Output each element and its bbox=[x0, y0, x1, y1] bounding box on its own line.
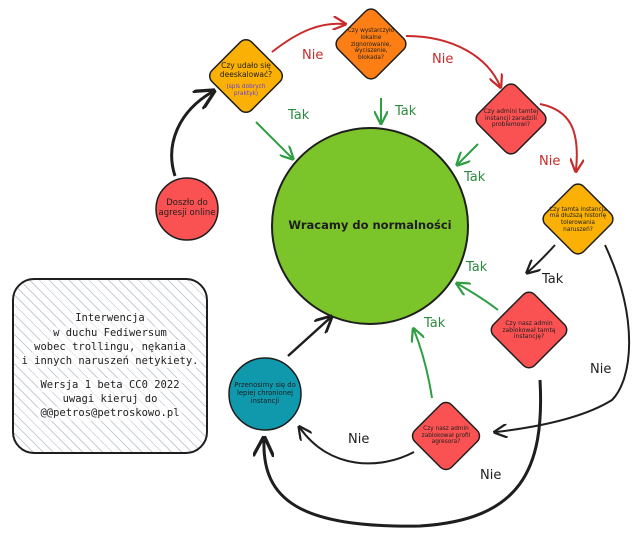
label-block-profile-yes: Tak bbox=[424, 316, 446, 331]
arrow-move-to-center bbox=[287, 318, 330, 357]
label-block-instance-yes: Tak bbox=[466, 260, 488, 275]
arrow-ignore-no bbox=[405, 35, 500, 86]
arrow-block-instance-yes bbox=[458, 284, 499, 311]
arrow-admin-fix-yes bbox=[458, 143, 479, 164]
arrow-block-profile-no bbox=[300, 428, 415, 465]
block-profile-label: Czy nasz admin zablokował profil agresor… bbox=[421, 426, 471, 446]
admin-fix-label: Czy admini tamtej instancji zaradzili pr… bbox=[483, 107, 539, 129]
info-contact: @@petros@petroskowo.pl bbox=[38, 406, 182, 421]
label-block-instance-no: Nie bbox=[480, 468, 502, 483]
arrow-history-yes bbox=[528, 244, 556, 272]
info-version: Wersja 1 beta CC0 2022 bbox=[38, 378, 182, 393]
arrow-admin-fix-no bbox=[539, 103, 577, 170]
arrow-block-instance-no bbox=[264, 379, 543, 528]
info-line-4: i innych naruszeń netykiety. bbox=[19, 353, 201, 369]
center-node bbox=[271, 127, 469, 325]
start-node-label: Doszło do agresji online bbox=[158, 198, 216, 218]
decision-block-profile bbox=[411, 401, 481, 471]
label-admin-fix-no: Nie bbox=[539, 154, 561, 169]
center-node-label: Wracamy do normalności bbox=[288, 218, 452, 233]
label-history-yes: Tak bbox=[542, 272, 564, 287]
label-deescalate-yes: Tak bbox=[288, 108, 310, 123]
arrow-deescalate-no bbox=[271, 24, 344, 53]
decision-deescalate bbox=[208, 38, 284, 114]
label-block-profile-no: Nie bbox=[348, 432, 370, 447]
info-line-2: w duchu Fediwersum bbox=[51, 325, 169, 340]
info-contact-label: uwagi kieruj do bbox=[60, 392, 160, 407]
deescalate-label: Czy udało się deeskalować? bbox=[219, 61, 273, 79]
label-ignore-yes: Tak bbox=[395, 104, 417, 119]
decision-ignore bbox=[335, 8, 407, 80]
info-line-3: wobec trollingu, nękania bbox=[32, 339, 188, 354]
label-history-no: Nie bbox=[590, 362, 612, 377]
decision-block-instance bbox=[490, 291, 568, 369]
arrow-deescalate-yes bbox=[255, 121, 292, 158]
start-node bbox=[155, 177, 219, 241]
decision-history bbox=[542, 183, 614, 255]
label-ignore-no: Nie bbox=[432, 52, 454, 67]
arrow-block-profile-yes bbox=[414, 330, 433, 399]
deescalate-note: (spis dobrych praktyk) bbox=[226, 84, 266, 97]
decision-admin-fix bbox=[475, 83, 547, 155]
info-line-1: Interwencja bbox=[73, 311, 147, 326]
block-instance-label: Czy nasz admin zablokował tamtą instancj… bbox=[502, 319, 556, 341]
info-box: Interwencja w duchu Fediwersum wobec tro… bbox=[12, 278, 208, 454]
move-node bbox=[228, 357, 302, 431]
move-node-label: Przenosimy się do lepiej chronionej inst… bbox=[234, 381, 296, 405]
arrow-history-no bbox=[496, 244, 631, 432]
arrow-start-to-deescalate bbox=[170, 92, 212, 177]
ignore-label: Czy wystarczyło lokalne zignorowanie, wy… bbox=[347, 28, 395, 61]
history-label: Czy tamta instancja ma dłuższą historię … bbox=[549, 206, 607, 233]
label-deescalate-no: Nie bbox=[302, 48, 324, 63]
label-admin-fix-yes: Tak bbox=[464, 170, 486, 185]
